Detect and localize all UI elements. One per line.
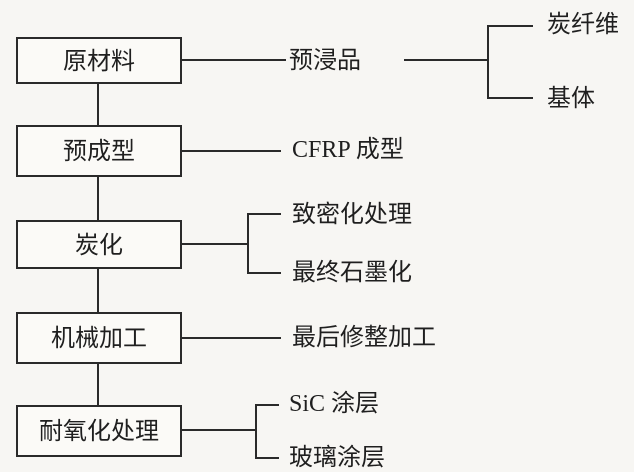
step-label-carbonization: 炭化 bbox=[75, 230, 123, 259]
step-box-raw-material: 原材料 bbox=[16, 37, 182, 84]
branch-label-densification: 致密化处理 bbox=[292, 200, 412, 228]
step-box-carbonization: 炭化 bbox=[16, 220, 182, 269]
step-label-preform: 预成型 bbox=[63, 137, 135, 165]
step-box-oxidation-resistance: 耐氧化处理 bbox=[16, 405, 182, 457]
branch-label-matrix: 基体 bbox=[547, 84, 595, 112]
branch-label-final-finishing: 最后修整加工 bbox=[292, 323, 436, 351]
branch-label-carbon-fiber: 炭纤维 bbox=[547, 10, 619, 38]
branch-label-cfrp-forming: CFRP 成型 bbox=[292, 137, 404, 163]
branch-label-sic-coating: SiC 涂层 bbox=[289, 391, 380, 417]
branch-label-prepreg: 预浸品 bbox=[289, 46, 361, 74]
step-label-oxidation-resistance: 耐氧化处理 bbox=[39, 417, 159, 445]
step-box-preform: 预成型 bbox=[16, 125, 182, 177]
step-label-raw-material: 原材料 bbox=[63, 46, 135, 75]
branch-label-glass-coating: 玻璃涂层 bbox=[289, 443, 385, 471]
step-label-machining: 机械加工 bbox=[51, 324, 147, 352]
branch-label-final-graphitization: 最终石墨化 bbox=[292, 258, 412, 286]
step-box-machining: 机械加工 bbox=[16, 312, 182, 364]
